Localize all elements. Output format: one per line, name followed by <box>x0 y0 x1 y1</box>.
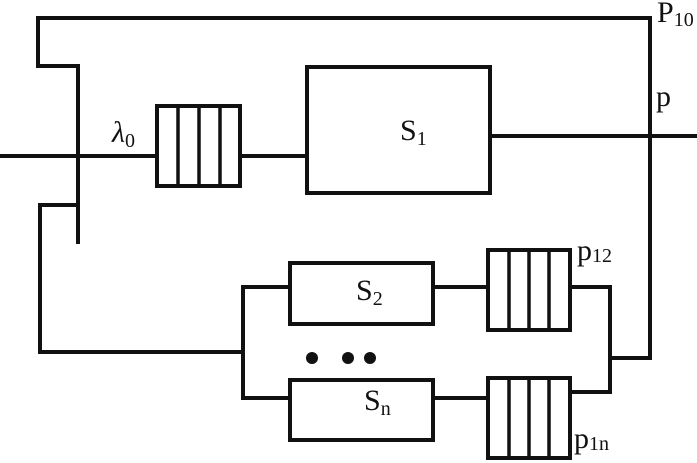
server-s1-box <box>305 65 492 195</box>
ellipsis-dot <box>342 352 354 364</box>
ellipsis-dot <box>364 352 376 364</box>
label-sn: Sn <box>364 384 391 420</box>
queue2-out-wire <box>568 285 612 394</box>
label-p10: P10 <box>657 0 694 31</box>
server-s2-box <box>288 261 435 326</box>
label-s1: S1 <box>400 114 427 150</box>
queue-2 <box>486 248 572 332</box>
right-down-wire <box>608 130 652 360</box>
label-p12: p12 <box>577 234 612 267</box>
feedback-bottom-wire <box>38 203 245 354</box>
branch-left-bus <box>241 285 292 400</box>
feedback-top-wire <box>36 16 652 134</box>
label-p: p <box>656 80 671 113</box>
label-lambda0: λ0 <box>111 116 135 152</box>
queue-n <box>486 376 572 460</box>
ellipsis-dot <box>306 352 318 364</box>
server-sn-box <box>288 378 435 442</box>
label-p1n: p1n <box>574 422 609 455</box>
queue-0 <box>155 104 242 188</box>
label-s2: S2 <box>356 274 383 310</box>
